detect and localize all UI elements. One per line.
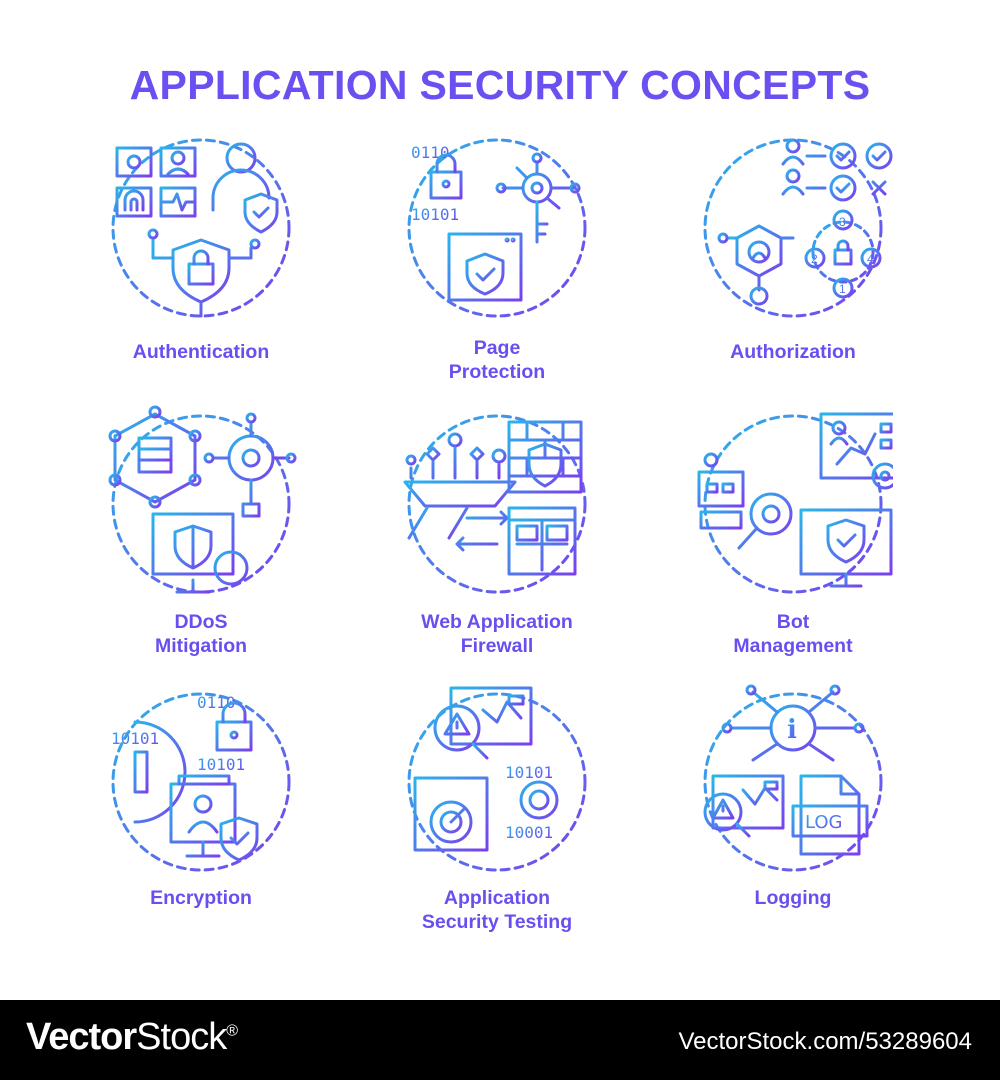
- brand-regular: Stock: [136, 1016, 227, 1058]
- page-protection-icon: 0110 10101: [407, 138, 587, 318]
- step-1: 1: [839, 282, 846, 296]
- binary-text-7: 10001: [505, 823, 553, 842]
- step-4: 4: [867, 252, 874, 266]
- page-title: APPLICATION SECURITY CONCEPTS: [129, 62, 871, 108]
- step-2: 2: [811, 252, 818, 266]
- logging-icon: i LOG: [703, 684, 883, 872]
- binary-text-4: 10101: [197, 755, 245, 774]
- caption-line-1: Bot: [776, 611, 810, 633]
- vectorstock-logo: VectorStock®: [26, 1016, 238, 1059]
- caption-line-1: Authentication: [132, 341, 270, 363]
- step-3: 3: [839, 215, 846, 229]
- concept-logging: i LOG Logging: [648, 682, 938, 952]
- caption-line-2: Security Testing: [421, 911, 573, 933]
- encryption-icon: 0110 10101 10101: [111, 692, 291, 872]
- brand-mark: ®: [226, 1022, 238, 1040]
- image-url: VectorStock.com/53289604: [678, 1028, 972, 1055]
- application-security-testing-icon: 10101 10001: [407, 686, 587, 872]
- footer-bar: VectorStock® VectorStock.com/53289604: [0, 1000, 1000, 1080]
- concept-authentication: Authentication: [56, 128, 346, 398]
- caption-line-2: Protection: [448, 361, 546, 383]
- caption-line-1: Page: [473, 337, 521, 359]
- caption-line-1: Application: [443, 887, 551, 909]
- caption-line-1: Logging: [754, 887, 832, 909]
- log-label: LOG: [805, 812, 843, 833]
- caption-line-1: DDoS: [174, 611, 228, 633]
- caption-line-1: Authorization: [730, 341, 856, 363]
- info-letter: i: [787, 715, 797, 745]
- caption-line-1: Encryption: [150, 887, 252, 909]
- ddos-mitigation-icon: [108, 405, 297, 594]
- caption-line-2: Management: [733, 635, 853, 657]
- web-application-firewall-icon: [403, 414, 587, 594]
- binary-text-1: 0110: [411, 143, 450, 162]
- authentication-icon: [111, 138, 291, 318]
- binary-text-6: 10101: [505, 763, 553, 782]
- binary-text-2: 10101: [411, 205, 459, 224]
- binary-text-5: 10101: [111, 729, 159, 748]
- authorization-icon: 3 2 4 1: [703, 138, 893, 318]
- concept-encryption: 0110 10101 10101 Encryption: [56, 682, 346, 952]
- caption-line-2: Mitigation: [154, 635, 248, 657]
- brand-bold: Vector: [26, 1016, 137, 1058]
- caption-line-1: Web Application: [421, 611, 573, 633]
- concept-authorization: 3 2 4 1 Authorization: [648, 128, 938, 398]
- bot-management-icon: [697, 412, 893, 594]
- caption-line-2: Firewall: [460, 635, 534, 657]
